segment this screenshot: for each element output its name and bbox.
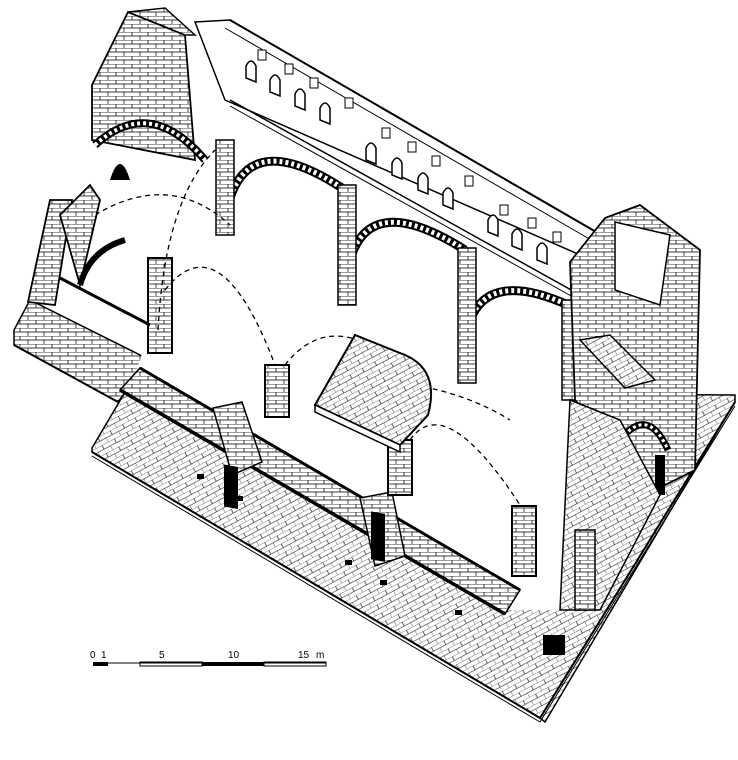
east-porch: [543, 398, 661, 655]
scale-tick-10: 10: [228, 650, 240, 661]
scale-tick-0: 0: [90, 650, 96, 661]
scale-bar: 0 1 5 10 15 m: [90, 650, 327, 667]
vault-outlines: [94, 149, 521, 506]
west-portal: [212, 401, 263, 509]
central-piers: [147, 257, 537, 577]
scale-tick-15: 15: [298, 650, 310, 661]
scale-tick-1: 1: [101, 650, 107, 661]
scale-tick-5: 5: [159, 650, 165, 661]
west-tower: [91, 7, 209, 180]
left-annex-walls: [26, 183, 151, 327]
scale-unit: m: [316, 650, 324, 661]
corbels: [257, 49, 562, 243]
clerestory-windows: [245, 60, 548, 266]
putlog-holes: [197, 474, 462, 615]
east-portal: [359, 491, 406, 567]
apse-platform: [313, 333, 433, 454]
